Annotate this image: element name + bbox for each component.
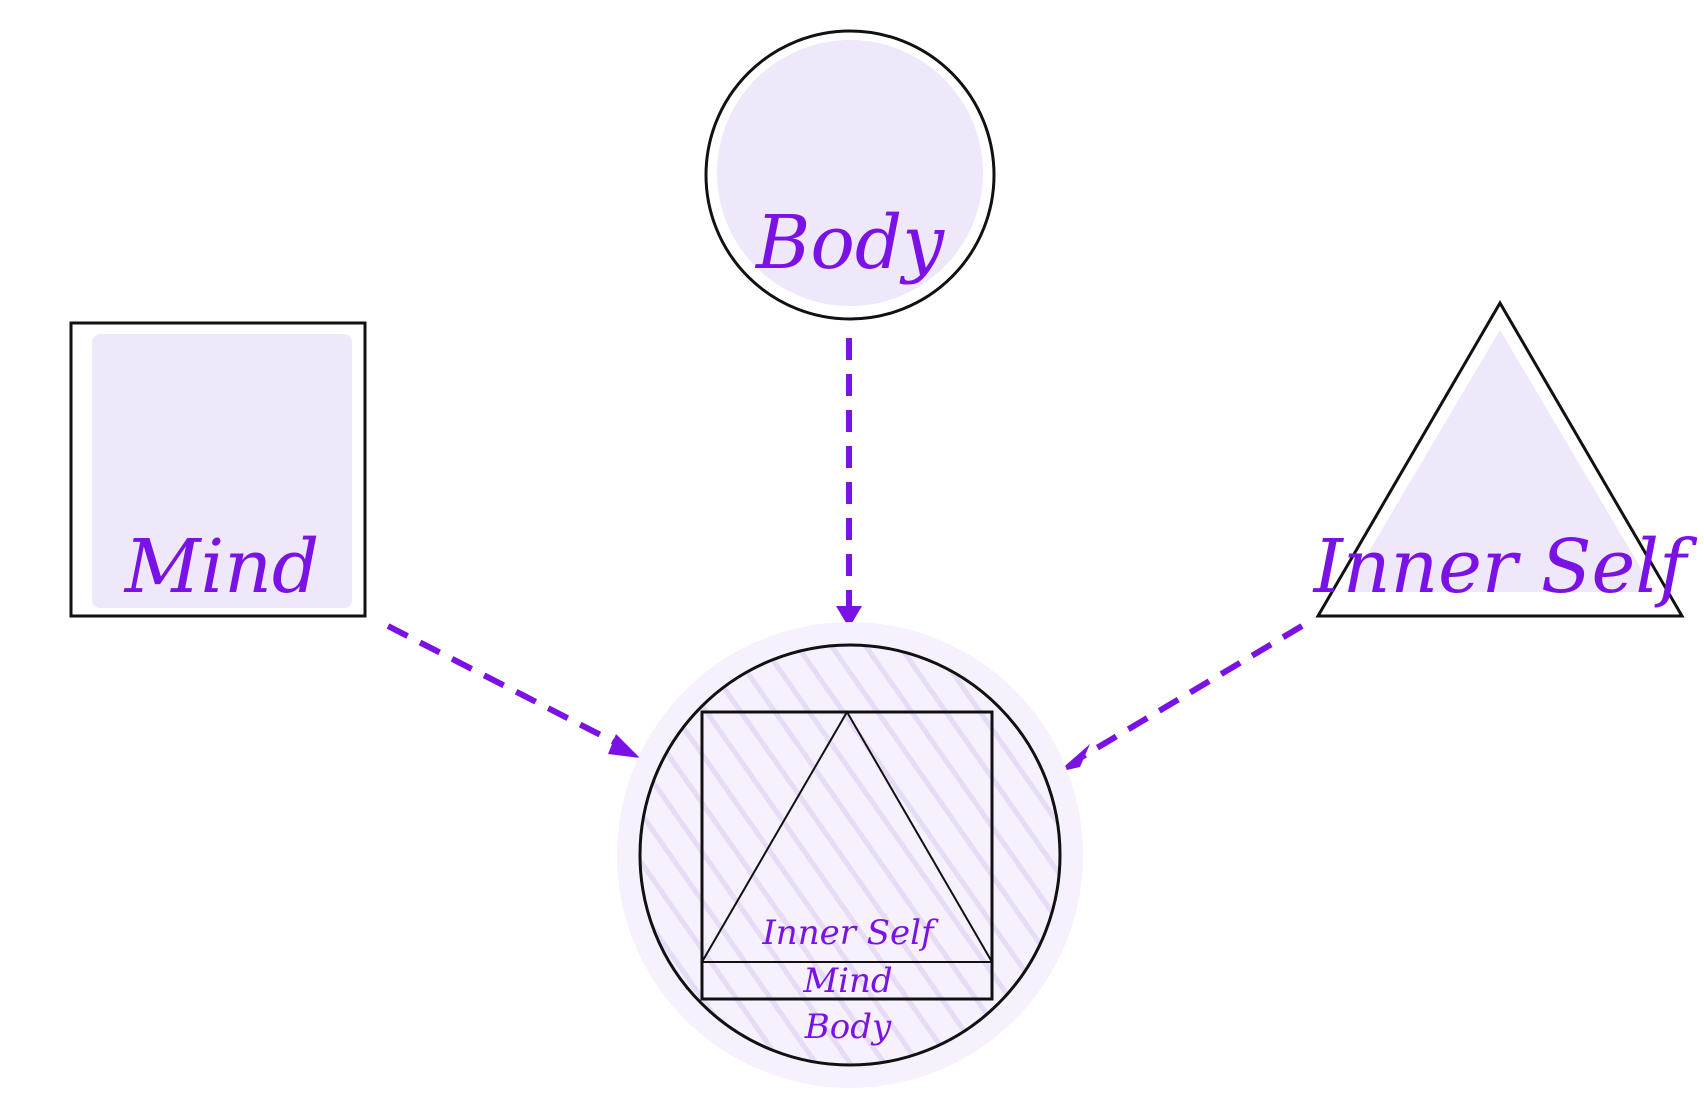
body-label: Body	[754, 200, 945, 286]
combined-triangle-outline	[700, 710, 994, 963]
arrow-mind-to-combined	[386, 623, 640, 758]
arrow-body-to-combined	[836, 338, 862, 628]
mind-node: Mind	[69, 321, 367, 618]
arrowhead-left	[1058, 744, 1090, 772]
inner-self-node-fill	[1345, 330, 1655, 592]
inner-self-node: Inner Self	[1312, 300, 1698, 618]
mind-label: Mind	[123, 524, 319, 610]
combined-symbol: Inner Self Mind Body	[617, 622, 1083, 1088]
inner-self-node-outline	[1315, 300, 1685, 618]
combined-inner-self-label: Inner Self	[761, 913, 939, 953]
arrow-inner-self-to-combined	[1058, 623, 1304, 772]
body-node-fill	[717, 40, 983, 306]
combined-hatch-fill	[640, 645, 1060, 1065]
mind-node-outline	[69, 321, 367, 618]
combined-circle-outline	[638, 643, 1062, 1067]
combined-mind-label: Mind	[802, 961, 892, 1001]
arrowhead-down	[836, 606, 862, 628]
body-node: Body	[704, 29, 996, 321]
inner-self-label: Inner Self	[1312, 524, 1698, 610]
mind-node-fill	[92, 334, 352, 608]
body-node-outline	[704, 29, 996, 321]
combined-body-label: Body	[804, 1007, 892, 1047]
arrowhead-right	[608, 734, 640, 758]
